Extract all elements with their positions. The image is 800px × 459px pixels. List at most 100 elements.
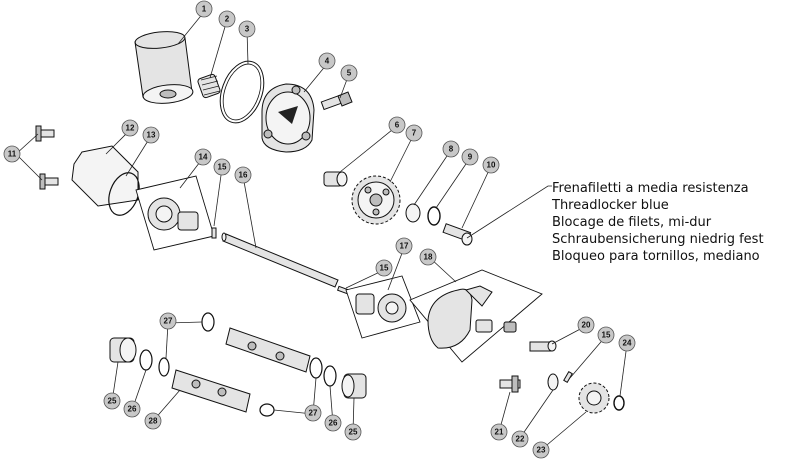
washer: [547, 373, 559, 391]
pump-cover-plate: [71, 145, 139, 207]
threadlocker-note: Frenafiletti a media resistenza Threadlo…: [551, 181, 764, 264]
svg-text:3: 3: [245, 25, 250, 34]
o-ring-small: [259, 403, 275, 417]
circlip: [427, 206, 441, 226]
callout-23: 23: [532, 441, 550, 459]
svg-text:14: 14: [199, 153, 208, 162]
callout-9: 9: [461, 148, 479, 166]
svg-text:4: 4: [325, 57, 330, 66]
note-line-es: Bloqueo para tornillos, mediano: [552, 249, 760, 264]
pump-drive-sprocket: [351, 175, 401, 225]
svg-text:22: 22: [516, 435, 525, 444]
washer: [405, 203, 421, 223]
svg-text:15: 15: [380, 264, 389, 273]
callout-25: 25: [103, 392, 121, 410]
svg-text:9: 9: [468, 153, 473, 162]
bush: [323, 171, 348, 187]
distributor-shaft: [171, 327, 311, 413]
o-ring: [108, 172, 140, 216]
callout-14: 14: [194, 148, 212, 166]
o-ring-small: [201, 312, 215, 332]
svg-text:25: 25: [108, 397, 117, 406]
pump-shaft: [221, 232, 339, 288]
svg-text:17: 17: [400, 242, 409, 251]
svg-text:27: 27: [164, 317, 173, 326]
svg-text:23: 23: [537, 446, 546, 455]
svg-text:1: 1: [202, 5, 207, 14]
svg-text:18: 18: [424, 253, 433, 262]
seal-ring: [323, 365, 337, 387]
callout-6: 6: [388, 116, 406, 134]
oil-pump-rotor-set: [135, 175, 215, 251]
svg-text:26: 26: [128, 405, 137, 414]
svg-text:26: 26: [329, 419, 338, 428]
callout-28: 28: [144, 412, 162, 430]
cover-bolt: [320, 91, 353, 111]
svg-text:10: 10: [487, 161, 496, 170]
leader-lines: [15, 11, 628, 451]
callout-10: 10: [482, 156, 500, 174]
svg-text:15: 15: [602, 331, 611, 340]
callout-18: 18: [419, 248, 437, 266]
o-ring-large: [219, 60, 265, 124]
spring: [197, 73, 221, 99]
callout-12: 12: [121, 119, 139, 137]
svg-text:11: 11: [8, 150, 17, 159]
oil-pump-body: [409, 269, 543, 363]
callout-26: 26: [123, 400, 141, 418]
svg-text:24: 24: [623, 339, 632, 348]
callout-26b: 26: [324, 414, 342, 432]
circlip: [613, 395, 625, 411]
plug: [109, 337, 137, 363]
svg-text:21: 21: [495, 428, 504, 437]
svg-text:16: 16: [239, 171, 248, 180]
callout-15b: 15: [375, 259, 393, 277]
callout-27: 27: [159, 312, 177, 330]
filter-cover: [261, 83, 315, 153]
callout-2: 2: [218, 10, 236, 28]
callout-22: 22: [511, 430, 529, 448]
cover-screws: [35, 125, 59, 190]
svg-text:6: 6: [395, 121, 400, 130]
svg-text:5: 5: [347, 69, 352, 78]
svg-text:28: 28: [149, 417, 158, 426]
callout-16: 16: [234, 166, 252, 184]
svg-text:20: 20: [582, 321, 591, 330]
note-line-it: Frenafiletti a media resistenza: [552, 181, 749, 196]
svg-text:12: 12: [126, 124, 135, 133]
callout-24: 24: [618, 334, 636, 352]
screw: [499, 375, 521, 393]
callout-15c: 15: [597, 326, 615, 344]
callout-17: 17: [395, 237, 413, 255]
pin: [563, 370, 573, 384]
callout-7: 7: [405, 124, 423, 142]
seal-ring: [158, 357, 170, 377]
seal-ring: [309, 357, 323, 379]
pump-sprocket-small: [578, 382, 610, 414]
svg-text:27: 27: [309, 409, 318, 418]
svg-text:7: 7: [412, 129, 417, 138]
callout-15: 15: [213, 158, 231, 176]
callout-25b: 25: [344, 423, 362, 441]
callout-13: 13: [142, 126, 160, 144]
callout-5: 5: [340, 64, 358, 82]
note-line-fr: Blocage de filets, mi-dur: [552, 215, 712, 230]
svg-text:15: 15: [218, 163, 227, 172]
sprocket-bolt: [442, 223, 473, 246]
svg-text:2: 2: [225, 15, 230, 24]
svg-text:13: 13: [147, 131, 156, 140]
plug: [341, 373, 367, 399]
seal-ring: [139, 349, 153, 371]
callout-11: 11: [3, 145, 21, 163]
note-line-en: Threadlocker blue: [551, 198, 669, 213]
callout-27b: 27: [304, 404, 322, 422]
sprocket-bolt-small: [529, 340, 557, 352]
pin: [211, 227, 217, 239]
oil-filter-cartridge: [134, 31, 194, 104]
svg-text:25: 25: [349, 428, 358, 437]
note-line-de: Schraubensicherung niedrig fest: [552, 232, 764, 247]
callout-4: 4: [318, 52, 336, 70]
svg-text:8: 8: [449, 145, 454, 154]
callout-3: 3: [238, 20, 256, 38]
callout-21: 21: [490, 423, 508, 441]
